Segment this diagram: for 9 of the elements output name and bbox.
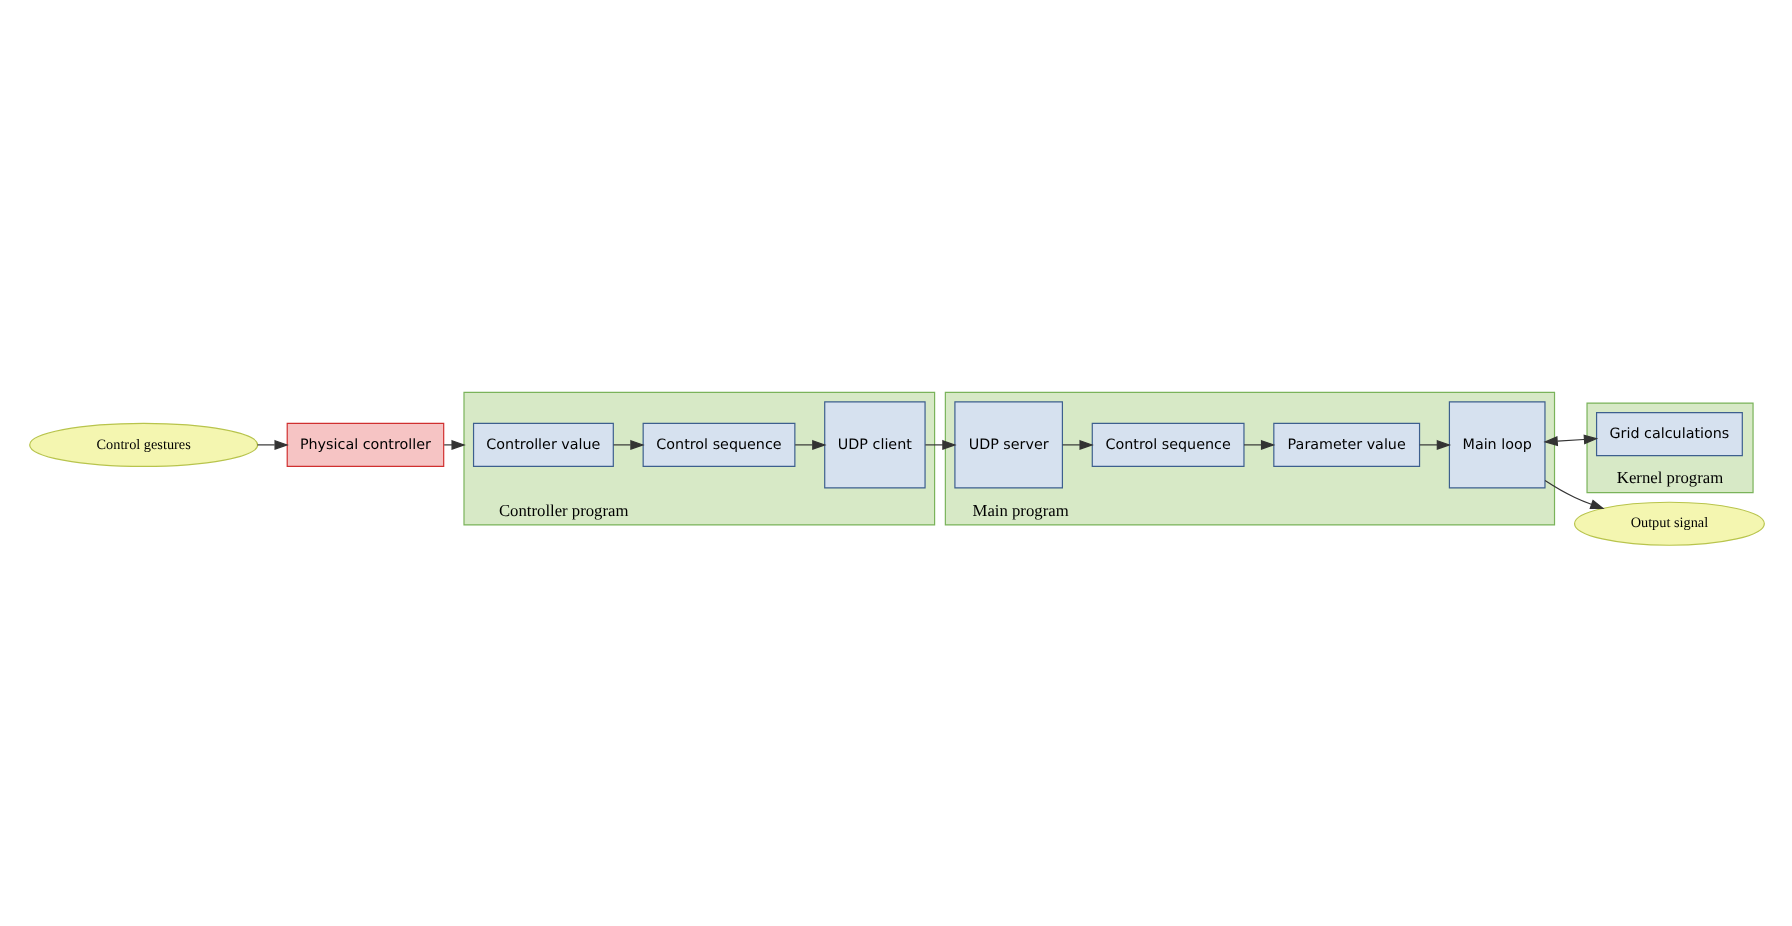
arrow xyxy=(255,438,288,449)
arrow xyxy=(923,438,956,449)
arrow xyxy=(611,438,644,449)
arrow xyxy=(1542,433,1598,446)
arrow xyxy=(793,438,826,449)
arrow xyxy=(1061,438,1093,449)
arrow xyxy=(1418,438,1451,449)
arrow xyxy=(1242,438,1275,449)
arrow xyxy=(1543,478,1604,508)
